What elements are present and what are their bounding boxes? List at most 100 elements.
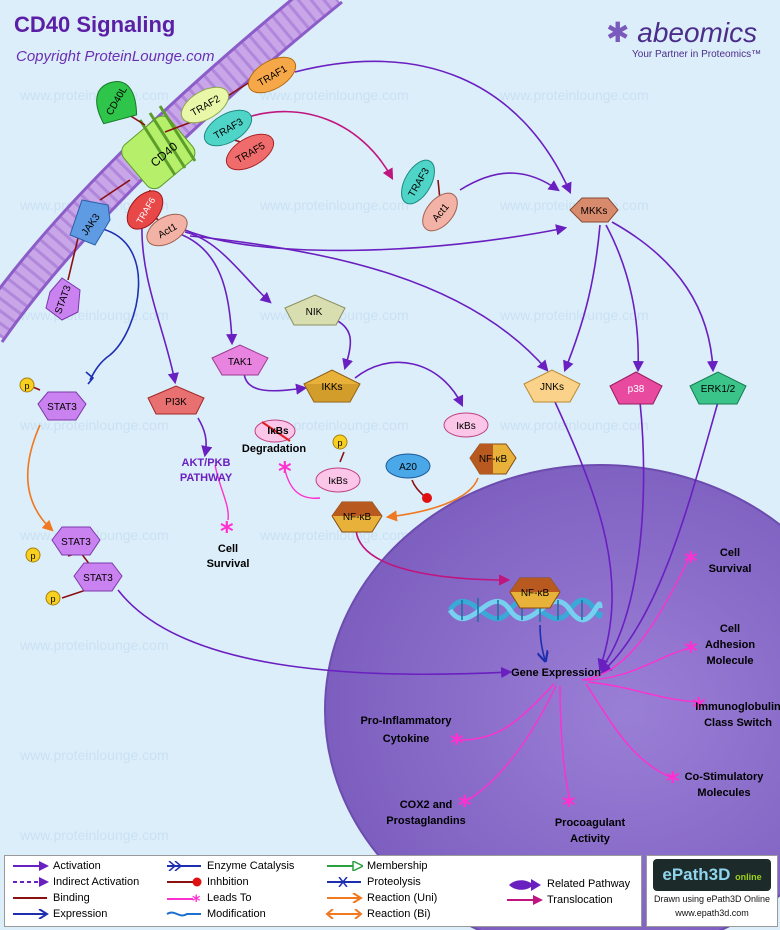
- translocation-arrow-icon: [507, 895, 543, 905]
- leads-to-icon: *: [684, 547, 698, 577]
- arrow-ikks-ikbs: [354, 361, 464, 408]
- node-traf1[interactable]: TRAF1: [242, 50, 301, 100]
- epath3d-badge[interactable]: ePath3D online Drawn using ePath3D Onlin…: [646, 855, 778, 927]
- brand-logo[interactable]: ✱ abeomics Your Partner in Proteomics™: [606, 16, 761, 60]
- node-nfkb-mid[interactable]: NF-κB: [331, 501, 383, 533]
- phosphate-badge: [19, 377, 35, 393]
- node-jak3[interactable]: JAK3: [69, 199, 111, 246]
- epath3d-logo: ePath3D online: [653, 859, 771, 891]
- node-pi3k[interactable]: PI3K: [147, 385, 205, 415]
- phosphate-badge: [332, 434, 348, 450]
- arrow-stat3-gene: [117, 589, 513, 679]
- arrow-act1-mkks: [459, 172, 560, 192]
- leads-to-markers: * * * * * * * * *: [220, 457, 706, 821]
- node-traf3-cytosol[interactable]: TRAF3: [395, 155, 442, 210]
- node-nik[interactable]: NIK: [284, 294, 346, 326]
- outcome-cell-survival: Cell: [720, 547, 740, 559]
- arrow-mkks-p38: [605, 224, 644, 373]
- legend-expression: Expression: [11, 906, 161, 922]
- node-p38[interactable]: p38: [609, 371, 663, 405]
- node-stat3-cytosol[interactable]: STAT3: [37, 391, 87, 421]
- leads-to-icon: *: [278, 457, 292, 487]
- node-erk12[interactable]: ERK1/2: [689, 371, 747, 405]
- outcome-adhesion: Adhesion: [705, 639, 755, 651]
- node-ikbs-top[interactable]: IκBs: [443, 412, 489, 438]
- arrow-stat3-dimer: [27, 424, 54, 532]
- node-label: STAT3: [61, 537, 91, 548]
- legend-activation: Activation: [11, 858, 161, 874]
- leads-to-icon: *: [692, 693, 706, 723]
- watermark-text: www.proteinlounge.com: [499, 87, 649, 103]
- arrow-traf1-mkks: [294, 60, 572, 195]
- page-title: CD40 Signaling: [14, 12, 176, 37]
- membership-arrow-icon: [327, 861, 363, 871]
- cell-survival-label: Survival: [207, 558, 250, 570]
- node-act1[interactable]: Act1: [141, 208, 192, 253]
- brand-icon: ✱: [606, 17, 638, 48]
- degradation-label: Degradation: [242, 443, 306, 455]
- node-cd40l[interactable]: CD40L: [92, 78, 139, 125]
- node-traf5[interactable]: TRAF5: [220, 127, 279, 177]
- node-nfkb-nuclear[interactable]: NF-κB: [509, 577, 561, 609]
- node-ikbs-mid[interactable]: IκBs: [315, 467, 361, 493]
- watermark-text: www.proteinlounge.com: [499, 307, 649, 323]
- node-nfkb-top[interactable]: NF-κB: [469, 443, 517, 475]
- related-pathway-icon: [509, 879, 541, 891]
- node-label: IκBs: [328, 476, 347, 487]
- outcome-cell-survival: Survival: [709, 563, 752, 575]
- node-tak1[interactable]: TAK1: [211, 344, 269, 376]
- indirect-activation-arrow-icon: [13, 877, 49, 887]
- gene-expression-label: Gene Expression: [511, 667, 601, 679]
- watermark-text: www.proteinlounge.com: [19, 637, 169, 653]
- inhibition-icon: [167, 877, 202, 887]
- reaction-arrows: [27, 424, 479, 532]
- legend-enzyme-catalysis: Enzyme Catalysis: [165, 858, 325, 874]
- arrow-act1-tak1: [179, 233, 238, 346]
- outcome-adhesion: Cell: [720, 623, 740, 635]
- legend-leads-to: * Leads To: [165, 890, 325, 906]
- node-ikks[interactable]: IKKs: [303, 369, 361, 403]
- epath3d-url[interactable]: www.epath3d.com: [675, 908, 749, 918]
- modification-icon: [166, 911, 201, 917]
- binding-line-icon: [13, 897, 47, 899]
- legend-column: Enzyme Catalysis Inhbition * Leads To Mo…: [165, 858, 325, 922]
- node-label: STAT3: [47, 402, 77, 413]
- leads-to-icon: *: [458, 791, 472, 821]
- arrow-nfkb-ikbs-complex: [385, 477, 479, 522]
- node-label: IκBs: [456, 421, 475, 432]
- node-stat3-membrane[interactable]: STAT3: [45, 277, 81, 321]
- brand-name: abeomics: [637, 17, 758, 48]
- node-a20[interactable]: A20: [385, 453, 431, 479]
- node-label: NF-κB: [521, 588, 550, 599]
- node-mkks[interactable]: MKKs: [569, 197, 619, 223]
- legend-binding: Binding: [11, 890, 161, 906]
- node-ikbs-degradation[interactable]: IκBs Degradation: [242, 419, 306, 455]
- outcome-immunoglobulin: Immunoglobulin: [695, 701, 780, 713]
- node-stat3-dimer-1[interactable]: STAT3: [51, 526, 101, 556]
- node-traf6[interactable]: TRAF6: [120, 184, 170, 236]
- phosphate-label: p: [24, 381, 29, 391]
- node-label: IKKs: [321, 382, 342, 393]
- outcome-immunoglobulin: Class Switch: [704, 717, 772, 729]
- leads-to-lines: [214, 464, 699, 801]
- enzyme-catalysis-icon: [167, 861, 201, 871]
- node-jnks[interactable]: JNKs: [523, 369, 581, 403]
- node-label: PI3K: [165, 397, 187, 408]
- legend-reaction-bi: Reaction (Bi): [325, 906, 485, 922]
- node-stat3-dimer-2[interactable]: STAT3: [73, 562, 123, 592]
- node-traf2[interactable]: TRAF2: [175, 80, 234, 130]
- watermark-text: www.proteinlounge.com: [259, 197, 409, 213]
- cell-survival-label: Cell: [218, 543, 238, 555]
- arrow-pi3k-akt: [197, 417, 213, 458]
- phosphate-label: p: [30, 551, 35, 561]
- legend-translocation: Translocation: [505, 892, 635, 908]
- legend: Activation Indirect Activation Binding E…: [4, 855, 642, 927]
- arrow-act1-jnks: [189, 235, 549, 372]
- node-act1-cytosol[interactable]: Act1: [416, 187, 464, 237]
- activation-arrow-icon: [13, 861, 49, 871]
- outcome-proinflammatory: Cytokine: [383, 733, 429, 745]
- arrow-tak1-ikks: [243, 371, 308, 395]
- outcome-procoagulant: Procoagulant: [555, 817, 626, 829]
- expression-arrow-icon: [13, 909, 49, 919]
